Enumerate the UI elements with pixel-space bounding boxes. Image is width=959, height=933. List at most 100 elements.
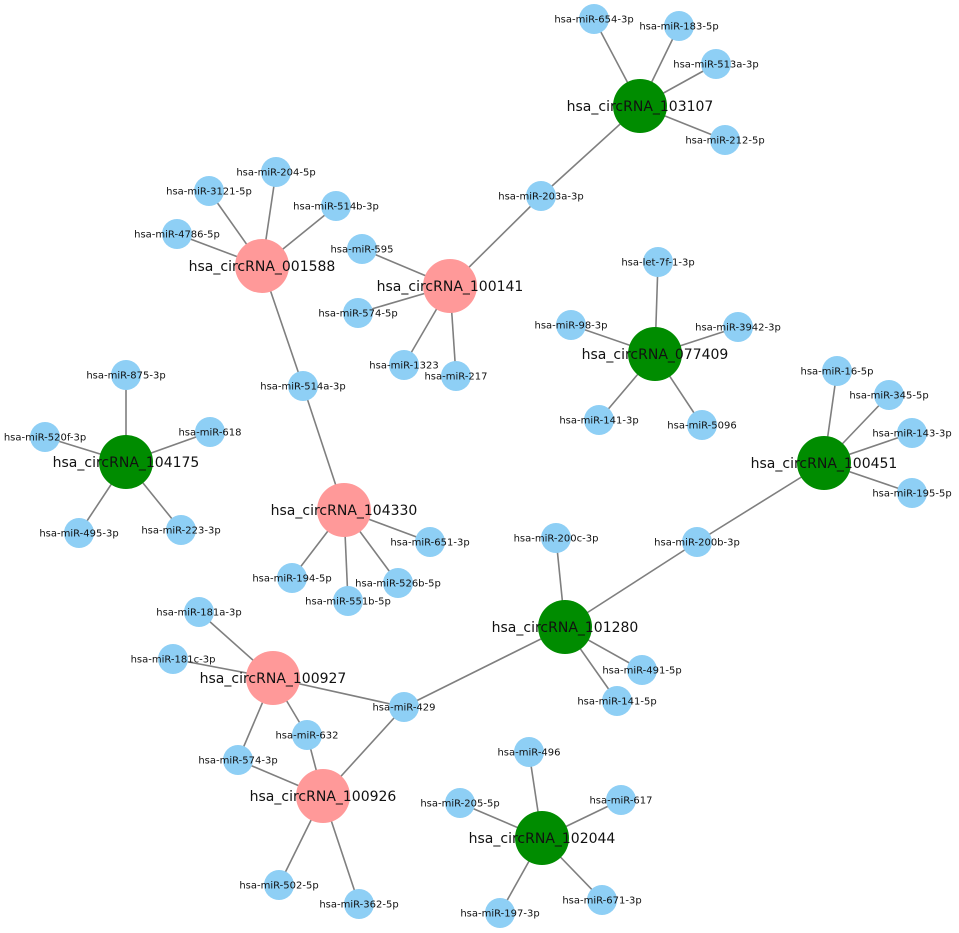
circrna-label-c100451: hsa_circRNA_100451	[751, 456, 898, 472]
mirna-node-m671[interactable]	[587, 885, 617, 915]
mirna-node-m654[interactable]	[579, 4, 609, 34]
mirna-node-m98[interactable]	[556, 310, 586, 340]
mirna-node-m526b[interactable]	[383, 568, 413, 598]
mirna-node-m203a[interactable]	[526, 181, 556, 211]
mirna-node-m181a[interactable]	[184, 597, 214, 627]
mirna-circle	[158, 644, 188, 674]
mirna-node-m5096[interactable]	[687, 410, 717, 440]
mirna-node-m345[interactable]	[874, 380, 904, 410]
mirna-node-m200b[interactable]	[682, 527, 712, 557]
mirna-label-m551b: hsa-miR-551b-5p	[305, 597, 391, 608]
circrna-label-c102044: hsa_circRNA_102044	[469, 831, 616, 847]
mirna-circle	[687, 410, 717, 440]
mirna-circle	[194, 176, 224, 206]
mirna-node-m195[interactable]	[897, 478, 927, 508]
circrna-node-c104330[interactable]	[317, 483, 371, 537]
circrna-node-c101280[interactable]	[538, 600, 592, 654]
mirna-label-m429: hsa-miR-429	[372, 703, 435, 714]
mirna-node-m502[interactable]	[264, 870, 294, 900]
circrna-circle	[515, 811, 569, 865]
mirna-circle	[556, 310, 586, 340]
mirna-node-m217[interactable]	[441, 361, 471, 391]
circrna-node-c100451[interactable]	[797, 436, 851, 490]
circrna-node-c103107[interactable]	[613, 79, 667, 133]
circrna-node-c001588[interactable]	[235, 239, 289, 293]
mirna-node-m141_5p[interactable]	[602, 686, 632, 716]
mirna-circle	[441, 361, 471, 391]
mirna-label-m574_3p: hsa-miR-574-3p	[198, 756, 277, 767]
mirna-node-m143[interactable]	[897, 418, 927, 448]
mirna-node-m632[interactable]	[292, 720, 322, 750]
mirna-node-m574_5p[interactable]	[343, 298, 373, 328]
mirna-circle	[162, 219, 192, 249]
mirna-node-m205[interactable]	[445, 788, 475, 818]
mirna-circle	[587, 885, 617, 915]
mirna-label-m595: hsa-miR-595	[330, 245, 393, 256]
mirna-label-mlet7f: hsa-let-7f-1-3p	[621, 258, 694, 269]
mirna-node-m183[interactable]	[664, 11, 694, 41]
mirna-node-m212[interactable]	[710, 125, 740, 155]
mirna-label-m618: hsa-miR-618	[178, 428, 241, 439]
mirna-label-m491: hsa-miR-491-5p	[602, 666, 681, 677]
mirna-circle	[343, 298, 373, 328]
mirna-circle	[195, 417, 225, 447]
mirna-node-m574_3p[interactable]	[223, 745, 253, 775]
mirna-label-m195: hsa-miR-195-5p	[872, 489, 951, 500]
mirna-node-m362[interactable]	[344, 889, 374, 919]
mirna-node-m3121[interactable]	[194, 176, 224, 206]
mirna-node-m495[interactable]	[64, 518, 94, 548]
mirna-node-m429[interactable]	[389, 692, 419, 722]
mirna-circle	[485, 898, 515, 928]
mirna-label-m651: hsa-miR-651-3p	[390, 538, 469, 549]
circrna-circle	[628, 327, 682, 381]
mirna-circle	[30, 422, 60, 452]
circrna-node-c100141[interactable]	[423, 259, 477, 313]
mirna-node-m651[interactable]	[415, 527, 445, 557]
mirna-node-m4786[interactable]	[162, 219, 192, 249]
mirna-circle	[111, 360, 141, 390]
mirna-node-m617[interactable]	[606, 785, 636, 815]
edge-c101280-m429	[403, 626, 566, 708]
mirna-node-m513a[interactable]	[701, 49, 731, 79]
mirna-circle	[514, 737, 544, 767]
mirna-circle	[526, 181, 556, 211]
mirna-node-mlet7f[interactable]	[643, 247, 673, 277]
mirna-label-m143: hsa-miR-143-3p	[872, 429, 951, 440]
mirna-label-m200b: hsa-miR-200b-3p	[654, 538, 740, 549]
mirna-node-m551b[interactable]	[333, 586, 363, 616]
mirna-circle	[723, 312, 753, 342]
mirna-node-m181c[interactable]	[158, 644, 188, 674]
mirna-node-m197[interactable]	[485, 898, 515, 928]
mirna-node-m875[interactable]	[111, 360, 141, 390]
mirna-node-m223[interactable]	[166, 515, 196, 545]
mirna-node-m595[interactable]	[347, 234, 377, 264]
circrna-node-c077409[interactable]	[628, 327, 682, 381]
mirna-node-m514b[interactable]	[321, 191, 351, 221]
circrna-node-c102044[interactable]	[515, 811, 569, 865]
mirna-node-m491[interactable]	[627, 655, 657, 685]
mirna-node-m1323[interactable]	[389, 350, 419, 380]
mirna-node-m3942[interactable]	[723, 312, 753, 342]
mirna-node-m200c[interactable]	[541, 523, 571, 553]
circrna-label-c104175: hsa_circRNA_104175	[53, 455, 200, 471]
circrna-label-c103107: hsa_circRNA_103107	[567, 99, 714, 115]
mirna-circle	[602, 686, 632, 716]
mirna-node-m204[interactable]	[261, 157, 291, 187]
mirna-circle	[321, 191, 351, 221]
circrna-label-c100926: hsa_circRNA_100926	[250, 789, 397, 805]
circrna-node-c100926[interactable]	[296, 769, 350, 823]
mirna-label-m205: hsa-miR-205-5p	[420, 799, 499, 810]
circrna-node-c104175[interactable]	[99, 435, 153, 489]
mirna-circle	[184, 597, 214, 627]
mirna-node-m618[interactable]	[195, 417, 225, 447]
mirna-node-m496[interactable]	[514, 737, 544, 767]
circrna-node-c100927[interactable]	[246, 651, 300, 705]
mirna-node-m514a[interactable]	[288, 371, 318, 401]
mirna-node-m141_3p[interactable]	[584, 405, 614, 435]
mirna-node-m520f[interactable]	[30, 422, 60, 452]
mirna-node-m16[interactable]	[822, 356, 852, 386]
mirna-circle	[701, 49, 731, 79]
mirna-label-m362: hsa-miR-362-5p	[319, 900, 398, 911]
mirna-node-m194[interactable]	[277, 563, 307, 593]
circrna-label-c001588: hsa_circRNA_001588	[189, 259, 336, 275]
